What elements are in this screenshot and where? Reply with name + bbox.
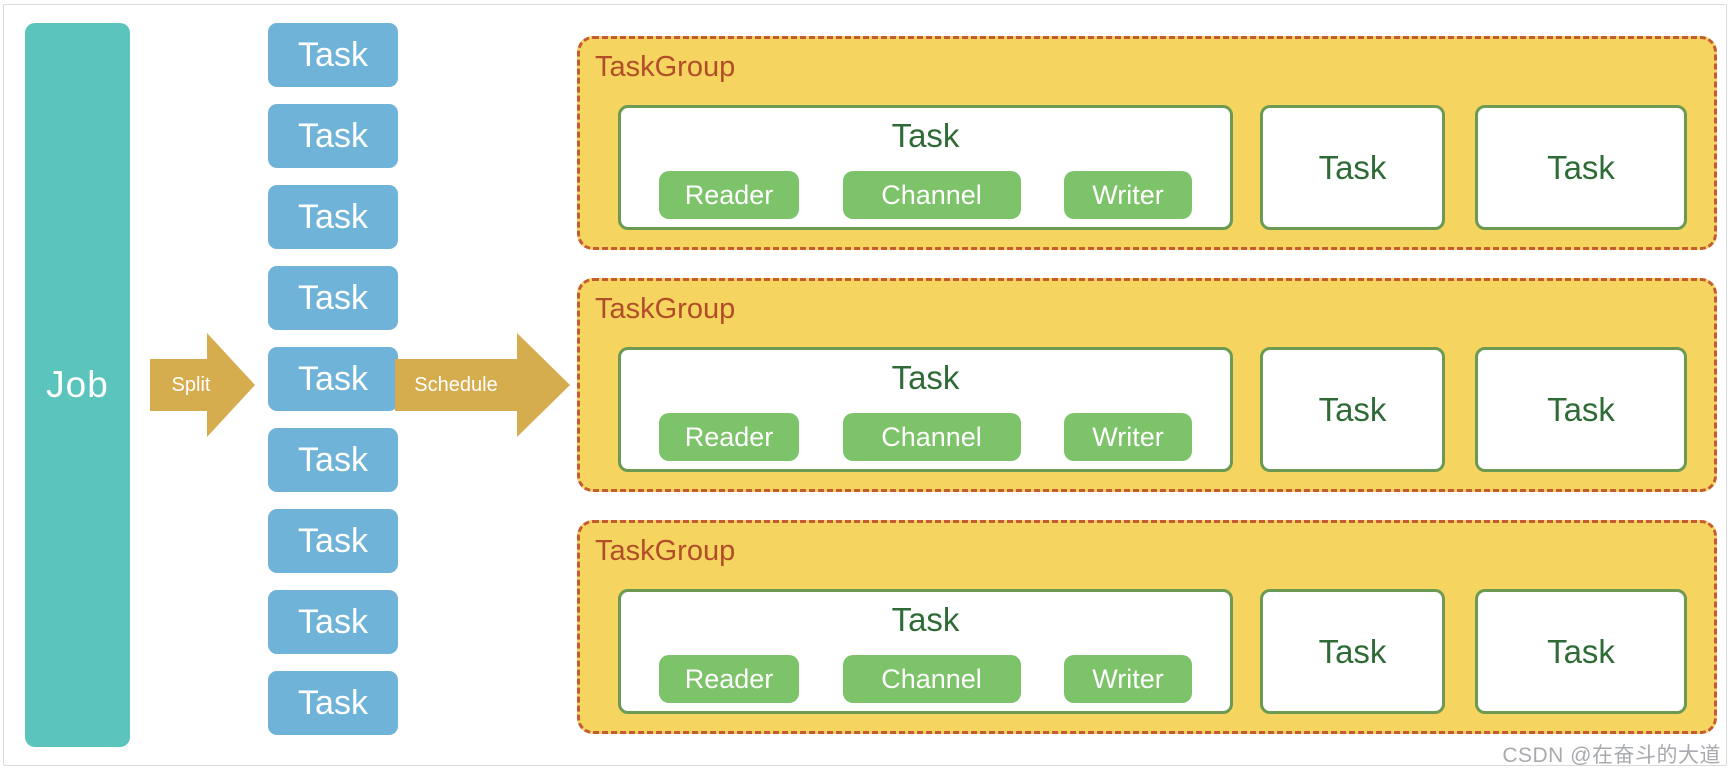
reader-badge: Reader — [659, 171, 799, 219]
task-group: TaskGroup Task Reader Channel Writer Tas… — [577, 36, 1717, 250]
task-group-list: TaskGroup Task Reader Channel Writer Tas… — [577, 36, 1717, 762]
reader-badge: Reader — [659, 413, 799, 461]
task-block: Task — [268, 347, 398, 411]
task-block-label: Task — [298, 440, 368, 479]
schedule-arrow-body — [395, 359, 517, 411]
task-block: Task — [268, 104, 398, 168]
task-block-label: Task — [298, 197, 368, 236]
task-box: Task — [1260, 105, 1445, 230]
writer-badge: Writer — [1064, 655, 1192, 703]
task-box: Task — [1475, 589, 1687, 714]
task-block-label: Task — [298, 116, 368, 155]
main-task-box: Task Reader Channel Writer — [618, 105, 1233, 230]
task-group-row: Task Reader Channel Writer Task Task — [618, 589, 1687, 714]
main-task-title: Task — [891, 117, 960, 154]
main-task-components: Reader Channel Writer — [621, 655, 1230, 703]
schedule-arrow-label: Schedule — [414, 374, 498, 396]
main-task-components: Reader Channel Writer — [621, 413, 1230, 461]
task-group-row: Task Reader Channel Writer Task Task — [618, 105, 1687, 230]
task-column: Task Task Task Task Task Task Task Task … — [268, 23, 398, 752]
split-arrow-head-icon — [207, 333, 255, 437]
task-group-title: TaskGroup — [595, 535, 736, 567]
channel-badge: Channel — [842, 171, 1021, 219]
watermark: CSDN @在奋斗的大道 — [1502, 744, 1721, 767]
task-block: Task — [268, 509, 398, 573]
main-task-components: Reader Channel Writer — [621, 171, 1230, 219]
task-box: Task — [1260, 589, 1445, 714]
task-block: Task — [268, 185, 398, 249]
task-block-label: Task — [298, 602, 368, 641]
task-block: Task — [268, 428, 398, 492]
task-block: Task — [268, 590, 398, 654]
task-block: Task — [268, 23, 398, 87]
job-label: Job — [46, 364, 109, 405]
task-block-label: Task — [298, 521, 368, 560]
task-block-label: Task — [298, 35, 368, 74]
task-group-title: TaskGroup — [595, 51, 736, 83]
split-arrow-label: Split — [171, 374, 211, 396]
task-box: Task — [1475, 347, 1687, 472]
task-block-label: Task — [298, 683, 368, 722]
task-block: Task — [268, 266, 398, 330]
task-block-label: Task — [298, 359, 368, 398]
task-block-label: Task — [298, 278, 368, 317]
task-group: TaskGroup Task Reader Channel Writer Tas… — [577, 520, 1717, 734]
split-arrow-body — [150, 359, 208, 411]
task-group: TaskGroup Task Reader Channel Writer Tas… — [577, 278, 1717, 492]
task-group-row: Task Reader Channel Writer Task Task — [618, 347, 1687, 472]
schedule-arrow: Schedule — [395, 333, 570, 437]
writer-badge: Writer — [1064, 413, 1192, 461]
schedule-arrow-head-icon — [517, 333, 570, 437]
main-task-title: Task — [891, 359, 960, 396]
channel-badge: Channel — [842, 413, 1021, 461]
reader-badge: Reader — [659, 655, 799, 703]
main-task-box: Task Reader Channel Writer — [618, 589, 1233, 714]
main-task-box: Task Reader Channel Writer — [618, 347, 1233, 472]
main-task-title: Task — [891, 601, 960, 638]
writer-badge: Writer — [1064, 171, 1192, 219]
task-block: Task — [268, 671, 398, 735]
job-block: Job — [25, 23, 130, 747]
channel-badge: Channel — [842, 655, 1021, 703]
task-box: Task — [1260, 347, 1445, 472]
task-box: Task — [1475, 105, 1687, 230]
frame-border — [3, 4, 1727, 766]
split-arrow: Split — [150, 333, 255, 437]
task-group-title: TaskGroup — [595, 293, 736, 325]
